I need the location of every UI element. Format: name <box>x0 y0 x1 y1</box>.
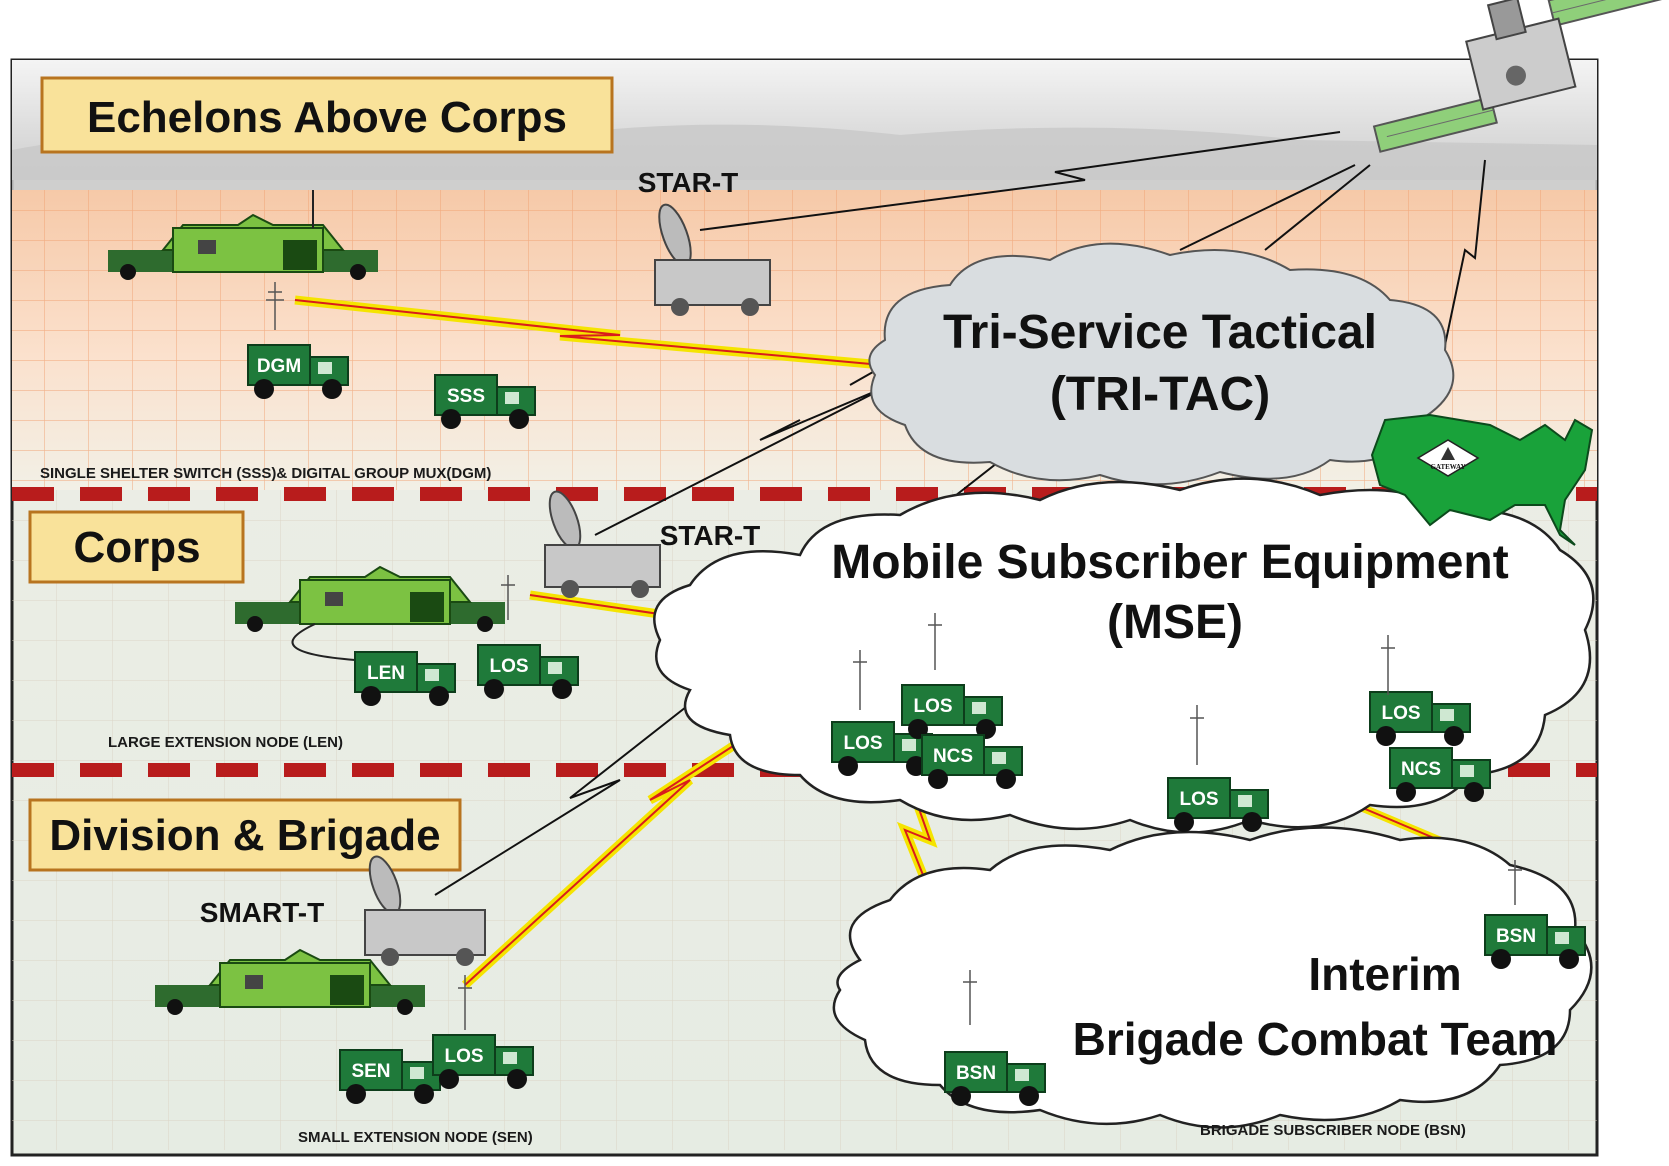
truck-sss: SSS <box>434 374 536 429</box>
truck-len: LEN <box>354 651 456 706</box>
truck-los-mse-a: LOS <box>901 684 1003 739</box>
shelter-tent-division <box>155 948 425 1015</box>
smart-t-label: SMART-T <box>200 897 324 928</box>
mse-title: Mobile Subscriber Equipment <box>831 536 1508 589</box>
caption-bsn: BRIGADE SUBSCRIBER NODE (BSN) <box>1200 1122 1466 1139</box>
star-t-terminal-top <box>654 203 771 316</box>
mse-subtitle: (MSE) <box>1107 596 1243 649</box>
antenna-masts <box>266 282 1522 1030</box>
truck-los-mse-d: LOS <box>1369 691 1471 746</box>
truck-ncs-b: NCS <box>1389 747 1491 802</box>
echelon-corps-text: Corps <box>73 523 200 572</box>
truck-label-ncs-b: NCS <box>1401 759 1441 780</box>
gateway-label: GATEWAY <box>1430 463 1465 471</box>
smart-t-terminal <box>364 855 486 966</box>
truck-label-ncs-a: NCS <box>933 746 973 767</box>
truck-los-div: LOS <box>432 1034 534 1089</box>
gateway-icon: GATEWAY <box>1416 439 1480 477</box>
truck-bsn-left: BSN <box>944 1051 1046 1106</box>
echelon-label-division: Division & Brigade <box>28 798 462 872</box>
truck-label-bsn-right: BSN <box>1496 926 1536 947</box>
ibct-cloud: Interim Brigade Combat Team <box>832 826 1593 1129</box>
vehicle-layer: DGM SSS LEN LOS LOS LOS NCS LOS LOS NCS BSN BSN SEN L… <box>247 344 1586 1106</box>
star-t-terminal-mid <box>544 490 661 598</box>
echelon-division-text: Division & Brigade <box>49 811 440 860</box>
truck-los-corps: LOS <box>477 644 579 699</box>
truck-label-los-corps: LOS <box>489 656 528 677</box>
caption-len: LARGE EXTENSION NODE (LEN) <box>108 734 343 751</box>
truck-label-los-mse-c: LOS <box>1179 789 1218 810</box>
truck-label-los-div: LOS <box>444 1046 483 1067</box>
tritac-cloud: Tri-Service Tactical (TRI-TAC) <box>868 242 1455 486</box>
ibct-title: Interim <box>1308 948 1461 1000</box>
truck-label-los-mse-b: LOS <box>843 733 882 754</box>
echelon-eac-text: Echelons Above Corps <box>87 93 567 142</box>
truck-sen: SEN <box>339 1049 441 1104</box>
truck-label-len: LEN <box>367 663 405 684</box>
tritac-subtitle: (TRI-TAC) <box>1050 368 1270 421</box>
shelter-tent-eac <box>108 190 378 280</box>
truck-bsn-right: BSN <box>1484 914 1586 969</box>
star-t-label-top: STAR-T <box>638 167 739 198</box>
truck-ncs-a: NCS <box>921 734 1023 789</box>
echelon-label-corps: Corps <box>28 510 245 584</box>
usa-map: GATEWAY <box>1370 413 1594 546</box>
truck-label-sen: SEN <box>351 1061 390 1082</box>
tritac-title: Tri-Service Tactical <box>943 306 1377 359</box>
truck-label-los-mse-d: LOS <box>1381 703 1420 724</box>
shelter-tent-corps <box>235 565 505 661</box>
truck-dgm: DGM <box>247 344 349 399</box>
echelon-label-eac: Echelons Above Corps <box>40 76 614 154</box>
truck-label-bsn-left: BSN <box>956 1063 996 1084</box>
truck-los-mse-c: LOS <box>1167 777 1269 832</box>
ibct-subtitle: Brigade Combat Team <box>1073 1013 1558 1065</box>
caption-sen: SMALL EXTENSION NODE (SEN) <box>298 1129 533 1146</box>
truck-label-sss: SSS <box>447 386 485 407</box>
caption-sss-dgm: SINGLE SHELTER SWITCH (SSS)& DIGITAL GRO… <box>40 465 491 482</box>
truck-label-los-mse-a: LOS <box>913 696 952 717</box>
satellite-icon <box>1372 0 1669 153</box>
truck-label-dgm: DGM <box>257 356 301 377</box>
star-t-label-mid: STAR-T <box>660 520 761 551</box>
